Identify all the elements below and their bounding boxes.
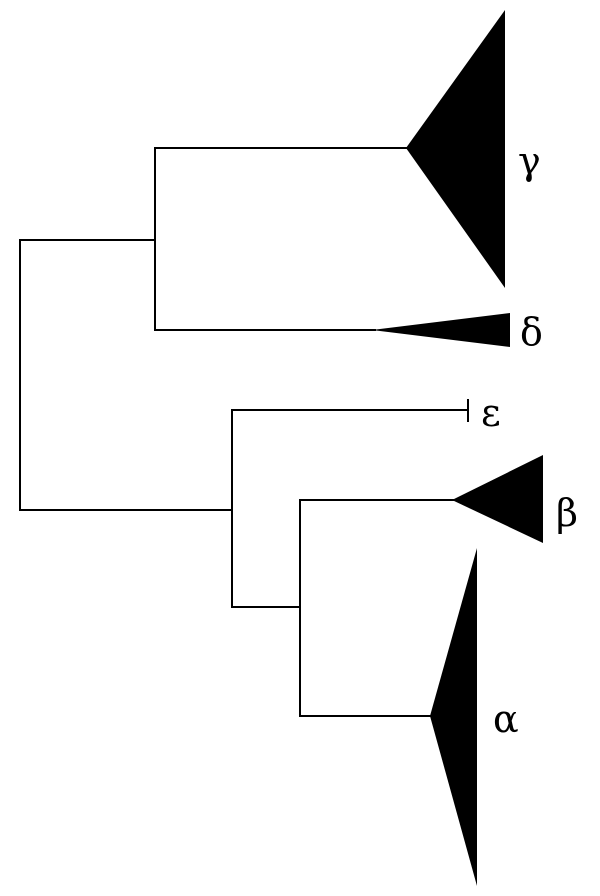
delta-clade-triangle — [372, 313, 510, 347]
alpha-label: α — [493, 697, 519, 741]
alpha-clade-triangle — [430, 548, 477, 886]
gamma-clade-triangle — [406, 10, 505, 288]
beta-label: β — [556, 491, 578, 535]
gamma-label: γ — [518, 139, 541, 183]
delta-label: δ — [520, 310, 543, 354]
beta-clade-triangle — [452, 455, 543, 543]
epsilon-label: ε — [481, 391, 501, 435]
